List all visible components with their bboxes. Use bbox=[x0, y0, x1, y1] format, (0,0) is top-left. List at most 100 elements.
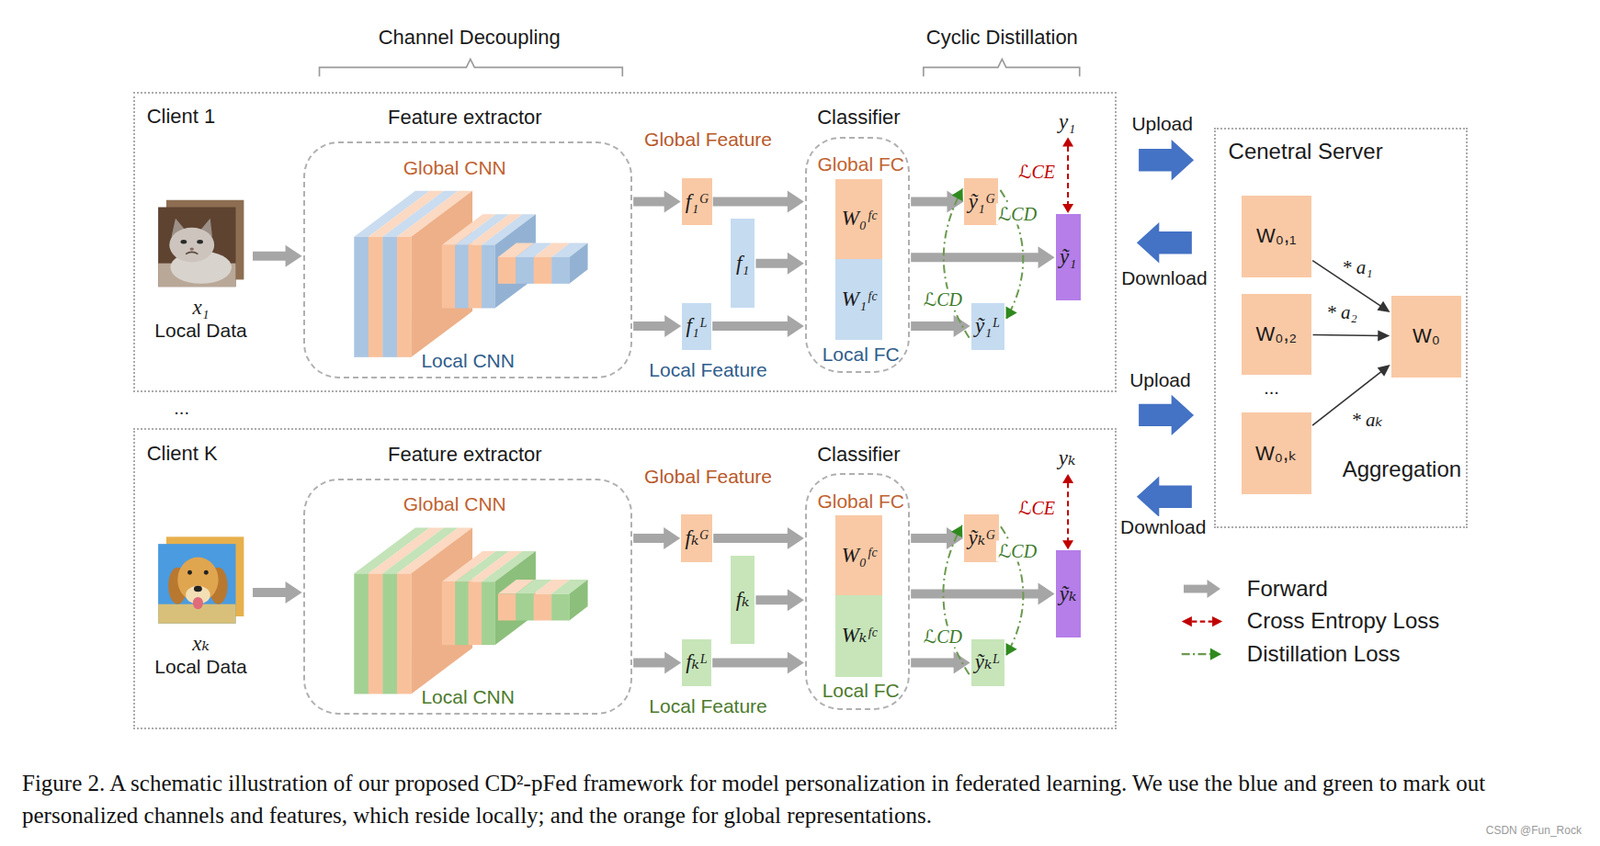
forward-arrow bbox=[910, 246, 1055, 269]
client-weight: W₀,ₖ bbox=[1241, 412, 1312, 495]
cnn-layer bbox=[368, 573, 384, 694]
node-text: W₁ᶠᶜ bbox=[841, 287, 876, 312]
local-data: x₁Local Data bbox=[149, 201, 252, 352]
cnn-illustration bbox=[353, 191, 588, 695]
download-arrow bbox=[1136, 222, 1192, 263]
cnn-layer bbox=[569, 242, 589, 284]
feature-extractor: Feature extractorGlobal CNNLocal CNN bbox=[303, 478, 634, 716]
forward-arrow bbox=[713, 191, 805, 214]
forward-arrow bbox=[633, 651, 681, 674]
cnn-layer bbox=[481, 581, 496, 646]
forward-arrow bbox=[252, 245, 303, 268]
feature-label: Local Feature bbox=[648, 695, 767, 718]
node-text: Local FC bbox=[822, 343, 900, 366]
client-weight: W₀,₁ bbox=[1241, 195, 1312, 278]
forward-arrow bbox=[712, 315, 805, 338]
global-fc: W₀ᶠᶜ bbox=[835, 515, 883, 596]
node-text: yₖ bbox=[1058, 446, 1077, 471]
node-text: W₀ bbox=[1412, 325, 1441, 349]
forward-arrow bbox=[713, 527, 805, 550]
forward-arrow bbox=[252, 581, 303, 604]
cnn-layer bbox=[533, 257, 553, 284]
node-text: Local CNN bbox=[420, 350, 515, 373]
cnn-layer bbox=[495, 214, 536, 308]
local-fc: W₁ᶠᶜ bbox=[835, 259, 883, 341]
node-text: Local Data bbox=[154, 318, 247, 341]
upload-arrow bbox=[1138, 395, 1194, 436]
edge-label: * aₖ bbox=[1349, 408, 1385, 432]
legend-text: Forward bbox=[1247, 576, 1328, 602]
dog-photo bbox=[158, 536, 244, 624]
cnn-layer bbox=[468, 581, 483, 646]
node-text: W₀,₂ bbox=[1256, 322, 1298, 346]
cnn-layer bbox=[551, 257, 570, 284]
cnn-layer bbox=[410, 191, 473, 358]
bracket bbox=[319, 58, 1080, 77]
cnn-layer bbox=[515, 594, 534, 622]
global-logit: ỹₖᴳ bbox=[964, 514, 999, 562]
upload-arrow bbox=[1138, 139, 1194, 181]
node-text: ỹ₁ᴳ bbox=[968, 189, 996, 214]
node-text: fₖ bbox=[736, 588, 750, 613]
local-logit: ỹₖᴸ bbox=[971, 639, 1005, 687]
feature-extractor: Feature extractorGlobal CNNLocal CNN bbox=[303, 141, 634, 379]
ensemble-logit: ỹₖ bbox=[1055, 550, 1081, 637]
cnn-layer bbox=[569, 579, 589, 621]
ellipsis: ... bbox=[173, 397, 190, 420]
cross-entropy-arrow bbox=[1062, 474, 1074, 550]
cnn-layer bbox=[515, 257, 534, 284]
forward-arrow bbox=[633, 527, 681, 550]
cnn-layer bbox=[551, 594, 570, 622]
ground-truth: yₖ bbox=[1050, 444, 1084, 474]
cnn-layer bbox=[397, 237, 412, 358]
local-fc: Wₖᶠᶜ bbox=[835, 595, 883, 678]
cnn-layer bbox=[353, 237, 369, 358]
forward-arrow bbox=[712, 651, 805, 674]
section-heading: Cyclic Distillation bbox=[926, 25, 1079, 49]
node-text: Global CNN bbox=[403, 493, 507, 516]
edge-label: Upload bbox=[1129, 113, 1195, 136]
node-text: x₁ bbox=[192, 295, 209, 320]
aggregation-arrow bbox=[1313, 329, 1391, 341]
cnn-layer bbox=[382, 237, 398, 358]
client-weight: W₀,₂ bbox=[1241, 294, 1312, 376]
node-text: W₀,₁ bbox=[1256, 225, 1296, 249]
edge-label: ℒCE bbox=[1016, 497, 1057, 519]
node-text: W₀ᶠᶜ bbox=[841, 543, 876, 568]
node-text: y₁ bbox=[1058, 110, 1076, 135]
node-text: f₁ᴸ bbox=[685, 314, 708, 339]
forward-arrow bbox=[910, 583, 1055, 606]
node-text: Wₖᶠᶜ bbox=[841, 624, 877, 648]
node-text: Aggregation bbox=[1342, 456, 1462, 483]
node-text: W₀,ₖ bbox=[1255, 442, 1297, 466]
cnn-layer bbox=[498, 257, 517, 284]
forward-arrow bbox=[910, 651, 970, 674]
node-text: Client 1 bbox=[147, 105, 216, 129]
local-logit: ỹ₁ᴸ bbox=[971, 303, 1005, 351]
global-fc: W₀ᶠᶜ bbox=[835, 179, 883, 260]
node-text: Feature extractor bbox=[387, 442, 543, 466]
cnn-layer bbox=[382, 573, 398, 694]
edge-label: Upload bbox=[1127, 369, 1193, 392]
node-text: fₖᴸ bbox=[685, 650, 708, 675]
global-weight: W₀ bbox=[1391, 295, 1462, 378]
ensemble-logit: ỹ₁ bbox=[1055, 214, 1081, 301]
forward-arrow bbox=[755, 252, 804, 275]
legend-sample bbox=[1181, 579, 1223, 661]
node-text: Classifier bbox=[817, 106, 900, 130]
node-text: ỹₖᴸ bbox=[975, 650, 1001, 675]
global-logit: ỹ₁ᴳ bbox=[964, 178, 999, 226]
cat-photo bbox=[158, 200, 244, 287]
node-text: fₖᴳ bbox=[685, 526, 709, 551]
feature-bar: f₁ bbox=[730, 218, 756, 308]
client-panel: Client KxₖLocal DataFeature extractorGlo… bbox=[133, 428, 1116, 730]
server-panel: Cenetral ServerAggregation W₀,₁ W₀,₂ W₀,ₖ W₀ bbox=[1214, 127, 1467, 529]
edge-label: Download bbox=[1118, 516, 1208, 539]
node-text: Feature extractor bbox=[387, 106, 543, 130]
global-feature-bar: f₁ᴳ bbox=[681, 178, 713, 226]
legend-text: Distillation Loss bbox=[1247, 641, 1401, 668]
node-text: ỹ₁ᴸ bbox=[975, 314, 1000, 339]
node-text: Cenetral Server bbox=[1228, 138, 1384, 165]
global-feature-bar: fₖᴳ bbox=[680, 514, 713, 562]
edge-label: * a₂ bbox=[1324, 301, 1360, 324]
